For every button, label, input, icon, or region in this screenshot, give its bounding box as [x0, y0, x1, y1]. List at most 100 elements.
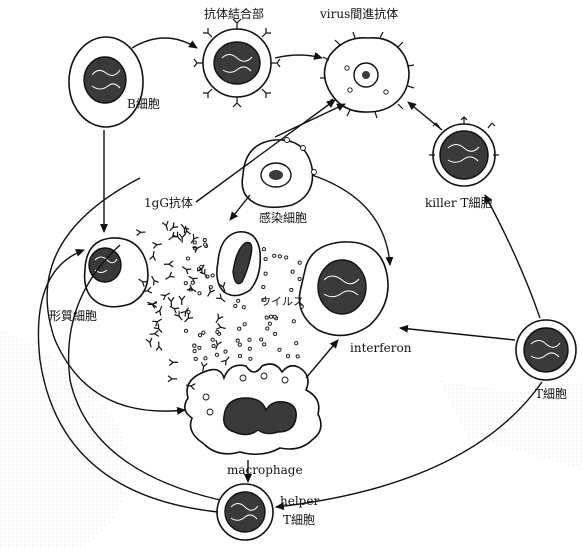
virus-particle	[204, 357, 207, 360]
virus-particle	[211, 338, 214, 341]
igg-mark	[136, 229, 145, 235]
igg-mark	[149, 330, 159, 337]
virus-particle	[292, 320, 295, 323]
virus-particle	[248, 338, 251, 341]
virus-particle	[193, 344, 196, 347]
virus-particle	[262, 285, 265, 288]
t-cell	[516, 320, 576, 380]
igg-mark	[168, 376, 177, 382]
virus-particle	[216, 330, 219, 333]
virus-particle	[273, 254, 276, 257]
virus-particle	[211, 274, 214, 277]
virus-particle	[238, 343, 241, 346]
igg-mark	[168, 304, 179, 314]
igg-mark	[179, 296, 185, 305]
virus-particle	[194, 357, 197, 360]
virus-particle	[193, 350, 196, 353]
virus-particle	[290, 288, 293, 291]
igg-mark	[156, 341, 162, 350]
virus-particle	[278, 348, 281, 351]
igg-mark	[168, 297, 174, 306]
igg-mark	[162, 221, 170, 231]
virus-particle	[298, 261, 301, 264]
virus-particle	[268, 322, 271, 325]
igg-mark	[205, 287, 215, 298]
label-interferon: interferon	[350, 341, 412, 355]
igg-mark	[180, 264, 191, 274]
label-killer-t: killer T細胞	[425, 196, 492, 210]
virus-particle	[184, 329, 187, 332]
virus-particle	[212, 345, 215, 348]
virus-particle	[296, 355, 299, 358]
virus-particle	[298, 277, 301, 280]
virus-particle	[204, 243, 207, 246]
igg-mark	[149, 275, 159, 286]
label-t-cell: T細胞	[535, 387, 567, 401]
label-helper-line2: T細胞	[283, 513, 315, 527]
virus-particle	[202, 331, 205, 334]
virus-particle	[238, 354, 241, 357]
virus-particle	[184, 282, 187, 285]
igg-mark	[213, 314, 223, 325]
virus-particle	[198, 334, 201, 337]
virus-particle	[248, 347, 251, 350]
label-helper-line1: helper	[280, 494, 319, 508]
virus-particle	[198, 346, 201, 349]
virus-particle	[274, 332, 277, 335]
macrophage	[185, 364, 321, 454]
virus-particle	[224, 350, 227, 353]
igg-mark	[155, 305, 164, 316]
helper-t-cell	[217, 484, 273, 540]
virus-particle	[198, 292, 201, 295]
virus-particle	[264, 272, 267, 275]
igg-mark	[192, 243, 203, 252]
igg-mark	[146, 338, 154, 348]
label-plasma-cell: 形質細胞	[49, 308, 97, 323]
virus-particle	[203, 239, 206, 242]
igg-mark	[161, 290, 172, 300]
virus-particle	[238, 327, 241, 330]
virus-particle	[215, 353, 218, 356]
virus-particle	[266, 327, 269, 330]
virus-particle	[243, 323, 246, 326]
label-virus-antibody: virus間進抗体	[319, 6, 398, 21]
label-igg: 1gG抗体	[144, 195, 193, 210]
virus-particle	[249, 357, 252, 360]
igg-mark	[187, 285, 198, 295]
igg-mark	[216, 294, 227, 304]
virus-particle	[291, 270, 294, 273]
igg-mark	[179, 234, 185, 243]
label-infected-cell: 感染細胞	[259, 210, 307, 225]
igg-mark	[167, 222, 178, 233]
igg-mark	[169, 359, 178, 365]
igg-mark	[150, 251, 157, 261]
virus-particle	[242, 306, 245, 309]
label-antibody-binding: 抗体結合部	[204, 6, 264, 21]
igg-mark	[182, 313, 193, 324]
igg-mark	[152, 241, 162, 248]
igg-mark	[164, 261, 173, 267]
interferon-producing-cell	[299, 242, 388, 336]
virus-particle	[237, 299, 240, 302]
igg-mark	[167, 232, 178, 242]
virus-particle	[234, 304, 237, 307]
virus-particle	[260, 338, 263, 341]
virus-particle	[273, 315, 276, 318]
virus-antibody-cell	[320, 32, 414, 118]
infected-cell	[242, 138, 316, 208]
virus-particle	[187, 310, 190, 313]
igg-antibodies	[136, 221, 231, 390]
igg-mark	[164, 272, 175, 282]
virus-particle	[285, 256, 288, 259]
label-macrophage: macrophage	[227, 463, 303, 477]
label-b-cell: B細胞	[127, 97, 160, 111]
virus-particle	[264, 257, 267, 260]
igg-mark	[221, 355, 231, 366]
virus-particle	[262, 248, 265, 251]
antibody-binding-cell	[194, 19, 280, 107]
virus-particle	[269, 315, 272, 318]
virus-particle	[193, 241, 196, 244]
virus-particle	[186, 257, 189, 260]
virus-particle	[263, 343, 266, 346]
